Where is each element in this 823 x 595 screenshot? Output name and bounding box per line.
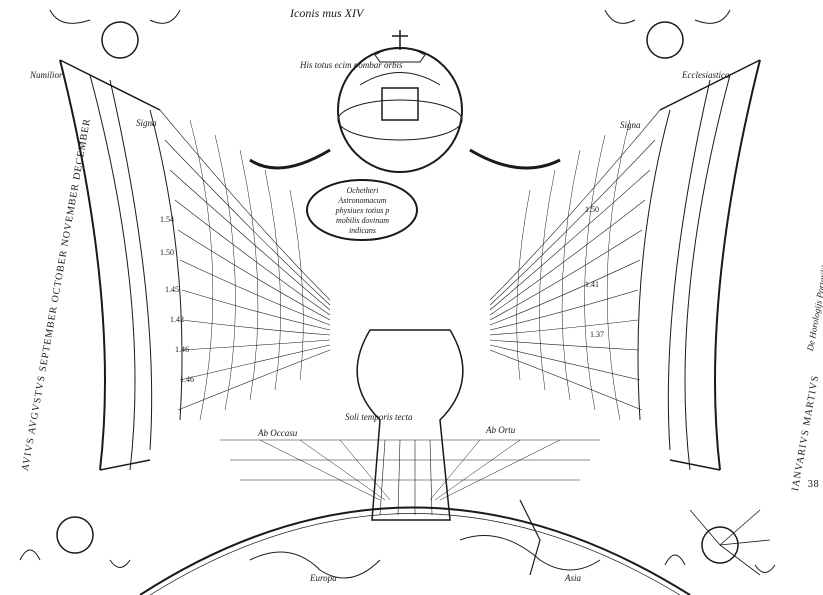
europa-label: Europa	[310, 573, 337, 583]
oval-inscription: Ochetheri Astronomacum physiuex totius p…	[315, 186, 410, 236]
right-table-value: 1.41	[585, 280, 599, 289]
oval-line: Ochetheri	[346, 186, 379, 195]
column-signa-left: Signa	[136, 118, 157, 128]
plate-title: Iconis mus XIV	[290, 6, 364, 20]
ribbon-left-label: Numilior	[30, 70, 63, 80]
page-number: 38	[807, 480, 819, 490]
left-table-value: 1.46	[175, 345, 189, 354]
ab-ortu-label: Ab Ortu	[486, 425, 516, 435]
central-oval	[306, 179, 418, 241]
left-table-value: 1.45	[165, 285, 179, 294]
left-table-value: 1.46	[180, 375, 194, 384]
asia-label: Asia	[565, 573, 582, 583]
wind-head-top-left	[49, 9, 181, 59]
banner-motto: His totus ecim pombar orbis	[300, 60, 403, 70]
right-table-value: 1.50	[585, 205, 599, 214]
ribbon-right-label: Ecclesiastica	[682, 70, 730, 80]
wind-head-top-right	[604, 9, 731, 59]
oval-line: physiuex totius p	[335, 206, 390, 215]
wind-head-bottom-right	[664, 526, 776, 573]
oval-line: Astronomacum	[338, 196, 387, 205]
central-orb	[337, 30, 463, 173]
oval-line: indicans	[348, 226, 377, 235]
right-fan-table	[489, 59, 761, 471]
left-fan-table	[59, 59, 331, 471]
oval-line: mobilis dovinam	[335, 216, 390, 225]
central-trunk	[249, 148, 561, 521]
right-table-value: 1.37	[590, 330, 604, 339]
wind-head-bottom-left	[19, 516, 131, 568]
column-signa-right: Signa	[620, 120, 641, 130]
sun-burst	[689, 509, 771, 576]
earth-globe	[139, 499, 691, 595]
left-table-value: 1.50	[160, 248, 174, 257]
left-table-value: 1.54	[160, 215, 174, 224]
left-table-value: 1.42	[170, 315, 184, 324]
soli-temporis-label: Soli temporis tecta	[345, 412, 413, 422]
hour-lines	[220, 439, 600, 501]
ab-occasu-label: Ab Occasu	[258, 428, 298, 438]
